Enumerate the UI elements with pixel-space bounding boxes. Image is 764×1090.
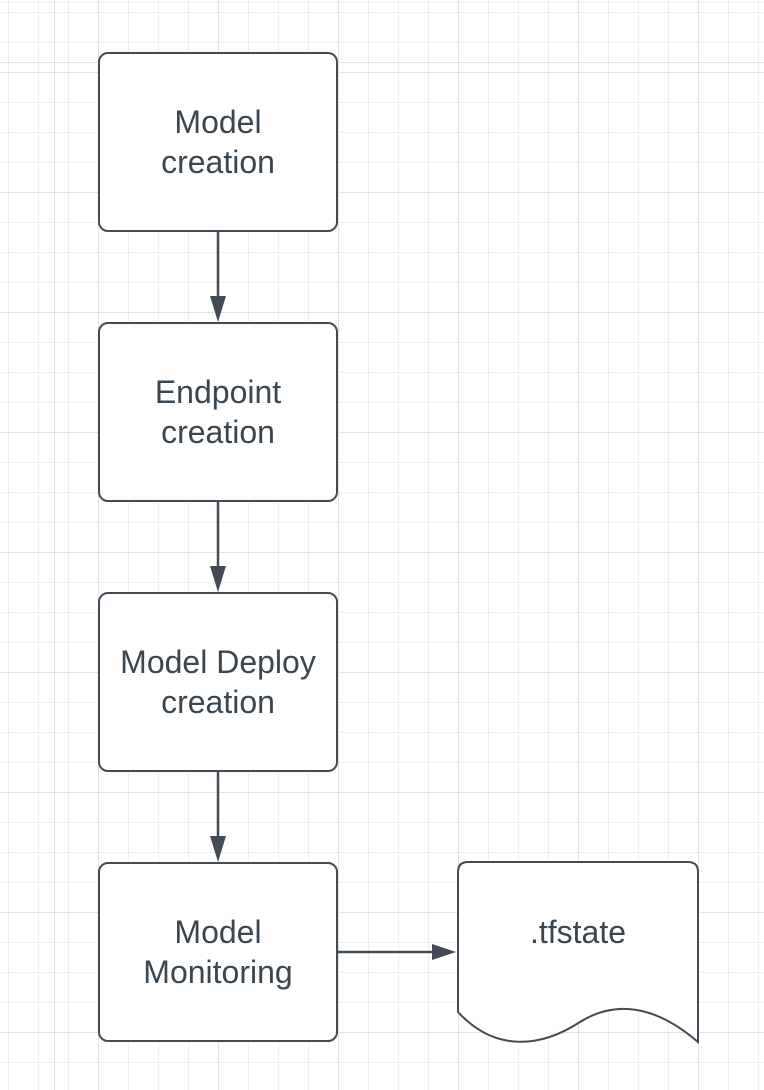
node-model-creation[interactable]: Model creation (98, 52, 338, 232)
arrowhead-icon (210, 836, 226, 862)
edge-model-deploy-creation-to-model-monitoring[interactable] (210, 772, 226, 862)
arrowhead-icon (210, 296, 226, 322)
node-model-monitoring[interactable]: Model Monitoring (98, 862, 338, 1042)
node-endpoint-creation[interactable]: Endpoint creation (98, 322, 338, 502)
edge-model-creation-to-endpoint-creation[interactable] (210, 232, 226, 322)
node-label: Model Monitoring (143, 914, 293, 990)
node-label: Model Deploy creation (120, 644, 316, 720)
node-label: Model creation (161, 104, 275, 180)
document-shape[interactable] (457, 861, 699, 1045)
edge-endpoint-creation-to-model-deploy-creation[interactable] (210, 502, 226, 592)
node-tfstate[interactable] (457, 861, 699, 1045)
arrowhead-icon (210, 566, 226, 592)
arrowhead-icon (432, 944, 456, 960)
node-label: Endpoint creation (154, 374, 282, 450)
node-model-deploy-creation[interactable]: Model Deploy creation (98, 592, 338, 772)
edge-model-monitoring-to-tfstate[interactable] (338, 944, 456, 960)
